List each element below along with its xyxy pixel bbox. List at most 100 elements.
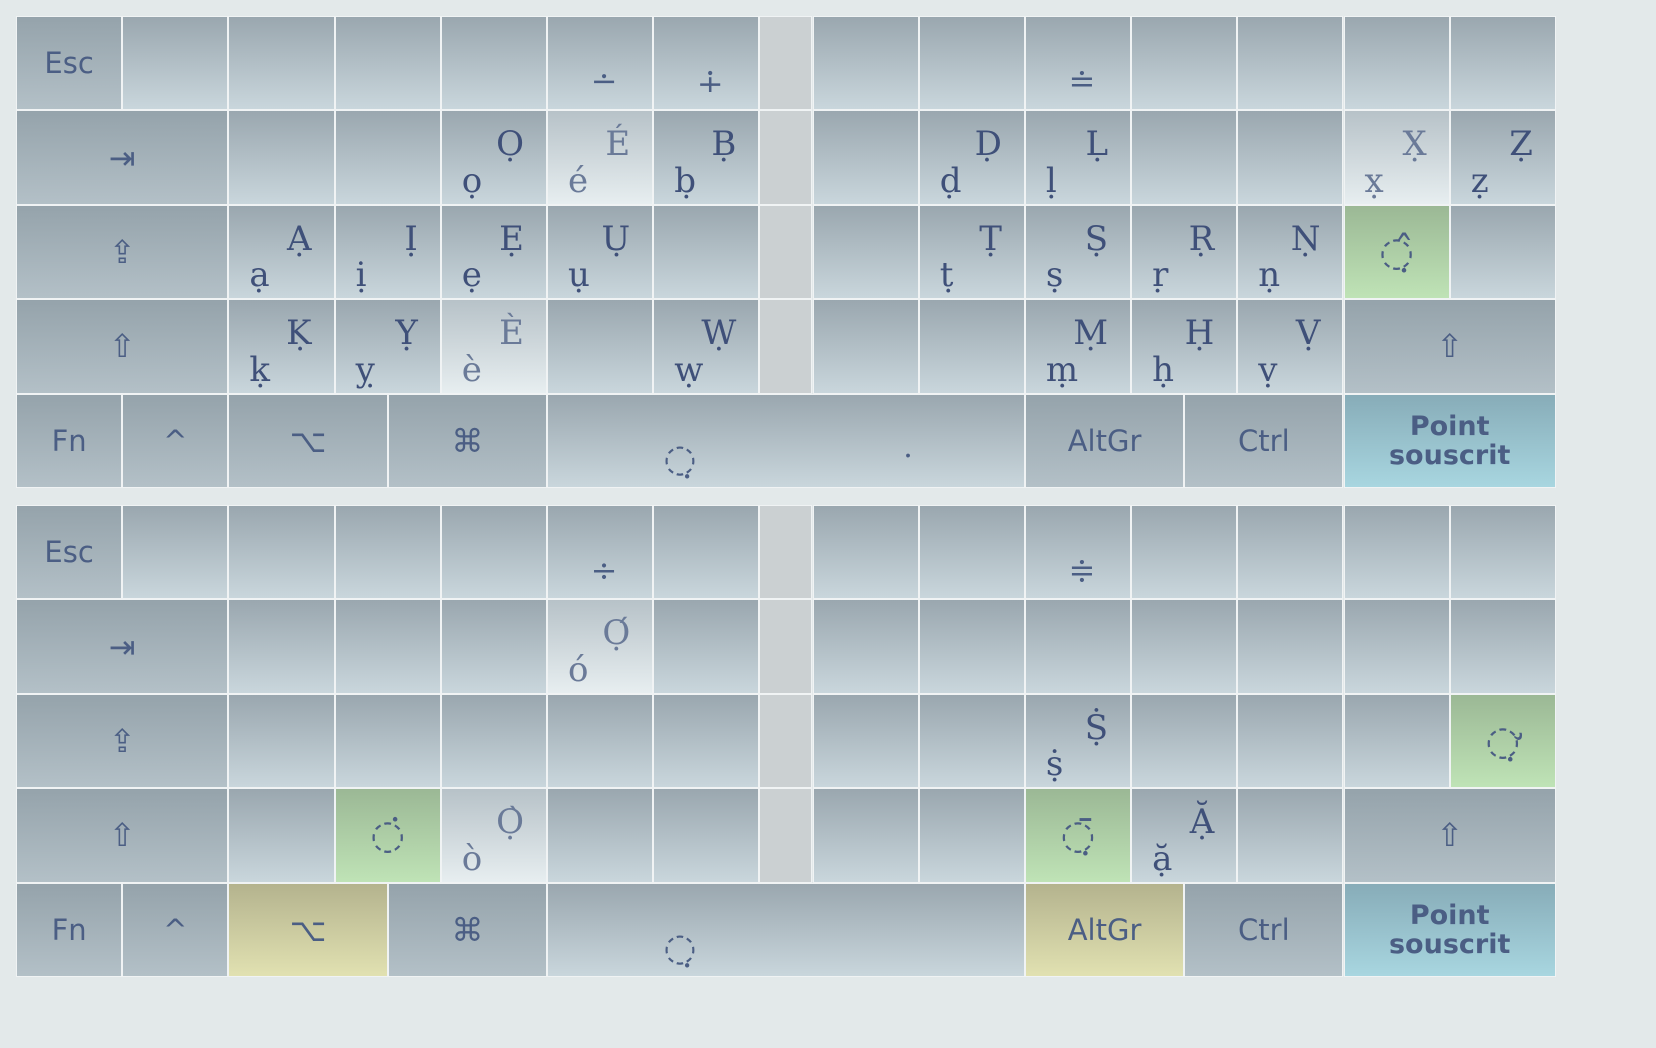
key-k-r1-6[interactable] <box>653 599 760 694</box>
key-k-r3-9[interactable] <box>918 299 1025 394</box>
key-capslock[interactable]: ⇪ <box>16 204 229 300</box>
key-altgr[interactable]: AltGr <box>1024 882 1185 977</box>
key-k-r0-2[interactable] <box>228 16 335 111</box>
key-k-r0-10[interactable]: ≐ <box>1024 16 1132 111</box>
key-k-r0-1[interactable] <box>122 16 229 111</box>
key-k-r2-2[interactable] <box>228 693 335 789</box>
key-k-r0-13[interactable] <box>1343 505 1450 600</box>
key-k-r0-12[interactable] <box>1237 505 1344 600</box>
key-k-r3-5[interactable] <box>547 788 654 883</box>
key-tab[interactable]: ⇥ <box>16 110 229 205</box>
key-k-r2-8[interactable] <box>812 204 919 300</box>
key-k-r2-13[interactable] <box>1343 693 1450 789</box>
key-k-r0-4[interactable] <box>440 16 547 111</box>
key-k-r2-12[interactable] <box>1237 693 1344 789</box>
key-k-r3-12[interactable] <box>1237 788 1344 883</box>
key-k-r0-5[interactable]: ∸ <box>547 16 654 111</box>
key-k-r2-11[interactable] <box>1131 693 1238 789</box>
key-k-r3-3[interactable]: ◌̇ <box>334 788 441 883</box>
key-k-r0-14[interactable] <box>1449 505 1556 600</box>
key-k-r3-8[interactable] <box>812 788 919 883</box>
key-shift-left[interactable]: ⇧ <box>16 299 229 394</box>
key-k-r1-3[interactable] <box>334 599 441 694</box>
key-option[interactable]: ⌥ <box>228 393 388 488</box>
key-k-r3-2[interactable] <box>228 788 335 883</box>
key-k-r0-9[interactable] <box>918 16 1025 111</box>
key-k-r0-3[interactable] <box>334 505 441 600</box>
key-k-r0-13[interactable] <box>1343 16 1450 111</box>
key-k-r2-6[interactable] <box>653 204 760 300</box>
key-altgr[interactable]: AltGr <box>1024 393 1185 488</box>
key-k-r3-5[interactable] <box>547 299 654 394</box>
key-k-r0-12[interactable] <box>1237 16 1344 111</box>
key-capslock[interactable]: ⇪ <box>16 693 229 789</box>
key-k-r1-8[interactable] <box>812 599 919 694</box>
key-k-r0-1[interactable] <box>122 505 229 600</box>
key-k-r2-14[interactable] <box>1449 204 1556 300</box>
key-k-r1-14[interactable] <box>1449 599 1556 694</box>
key-ctrl-left[interactable]: ^ <box>122 882 229 977</box>
key-space[interactable]: ◌̣ <box>547 882 1025 977</box>
key-k-r1-11[interactable] <box>1131 599 1238 694</box>
key-k-r0-8[interactable] <box>812 16 919 111</box>
key-command[interactable]: ⌘ <box>387 882 547 977</box>
key-k-r0-10[interactable]: ≑ <box>1024 505 1132 600</box>
key-k-r2-8[interactable] <box>812 693 919 789</box>
key-k-r1-13[interactable] <box>1343 599 1450 694</box>
key-ctrl-left[interactable]: ^ <box>122 393 229 488</box>
key-shift-right[interactable]: ⇧ <box>1343 788 1556 883</box>
key-command[interactable]: ⌘ <box>387 393 547 488</box>
key-esc[interactable]: Esc <box>16 505 123 600</box>
key-k-r0-11[interactable] <box>1131 505 1238 600</box>
key-fn[interactable]: Fn <box>16 882 123 977</box>
key-k-r3-8[interactable] <box>812 299 919 394</box>
key-k-r1-9[interactable] <box>918 599 1025 694</box>
key-k-r0-9[interactable] <box>918 505 1025 600</box>
key-shift-left[interactable]: ⇧ <box>16 788 229 883</box>
key-k-r2-6[interactable] <box>653 693 760 789</box>
key-k-r1-3[interactable] <box>334 110 441 205</box>
key-k-r1-12[interactable] <box>1237 599 1344 694</box>
key-k-r0-14[interactable] <box>1449 16 1556 111</box>
key-space[interactable]: ◌̣. <box>547 393 1025 488</box>
key-k-r3-10[interactable]: ◌̣̄ <box>1024 788 1132 883</box>
key-shift-right[interactable]: ⇧ <box>1343 299 1556 394</box>
key-k-r0-6[interactable]: ∔ <box>653 16 760 111</box>
key-k-r1-2[interactable] <box>228 110 335 205</box>
key-esc[interactable]: Esc <box>16 16 123 111</box>
key-k-r2-3[interactable] <box>334 693 441 789</box>
key-k-r2-9[interactable] <box>918 693 1025 789</box>
key-k-r0-3[interactable] <box>334 16 441 111</box>
key-k-r1-4[interactable] <box>440 599 547 694</box>
key-fn[interactable]: Fn <box>16 393 123 488</box>
key-k-r3-9[interactable] <box>918 788 1025 883</box>
key-k-r0-6[interactable] <box>653 505 760 600</box>
key-k-r1-10[interactable] <box>1024 599 1132 694</box>
key-k-r2-14[interactable]: ◌̛̣ <box>1449 693 1556 789</box>
key-k-r2-13[interactable]: ◌̣̂ <box>1343 204 1450 300</box>
key-k-r1-11[interactable] <box>1131 110 1238 205</box>
key-k-r2-5[interactable] <box>547 693 654 789</box>
key-k-r3-6[interactable] <box>653 788 760 883</box>
key-k-r0-11[interactable] <box>1131 16 1238 111</box>
key-k-r1-8[interactable] <box>812 110 919 205</box>
key-k-r1-2[interactable] <box>228 599 335 694</box>
